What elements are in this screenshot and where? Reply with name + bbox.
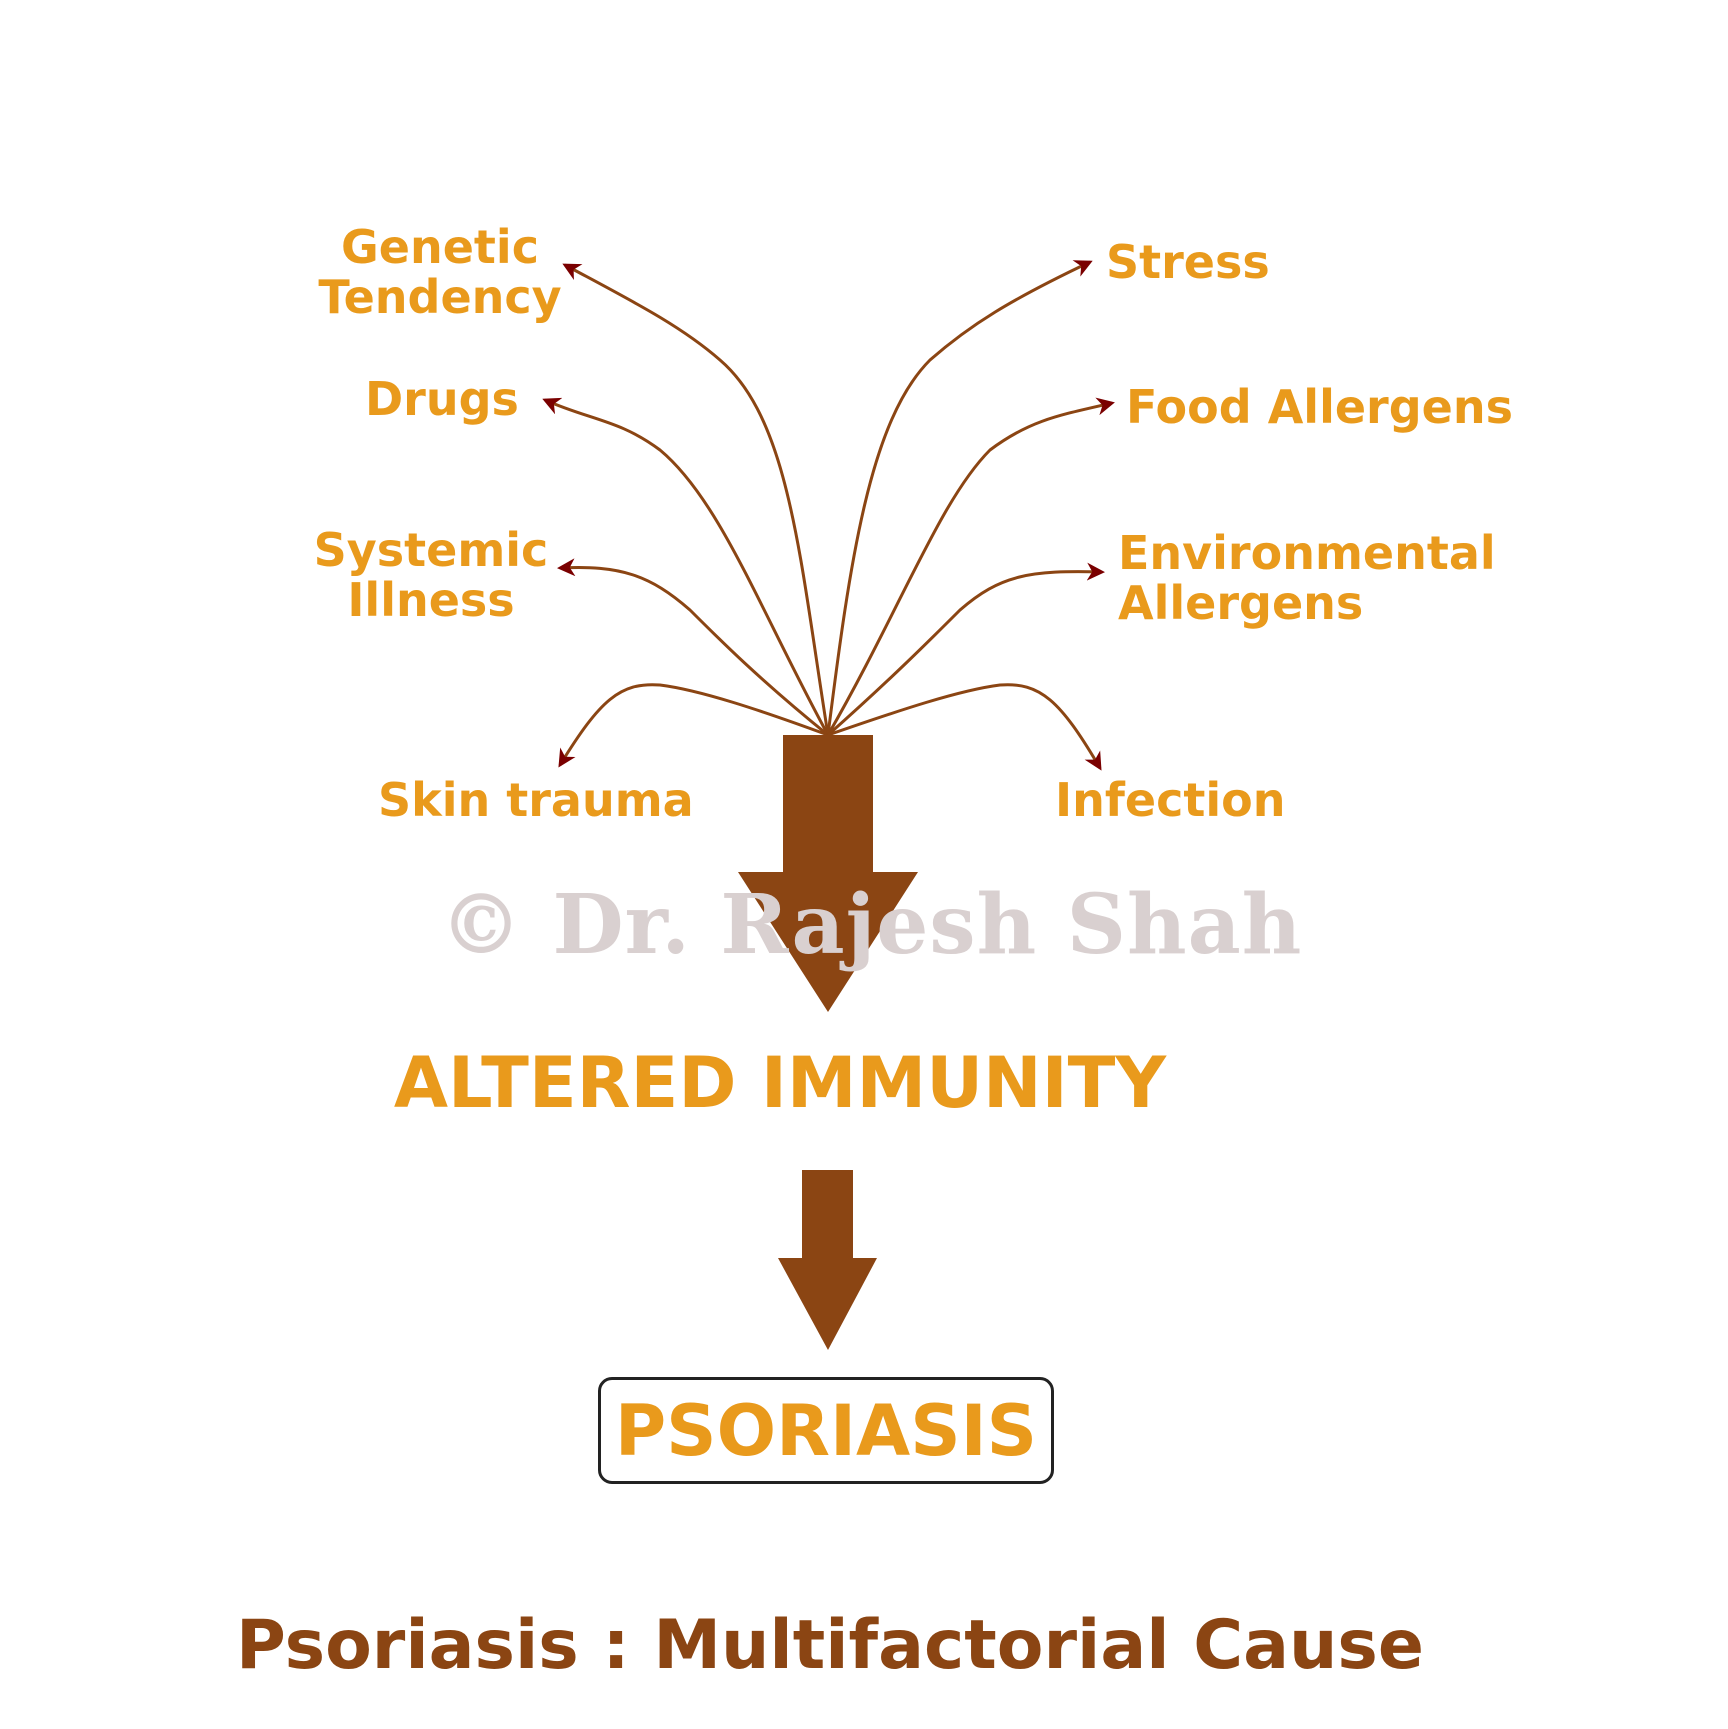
factor-skin-trauma-label: Skin trauma: [378, 773, 694, 827]
factor-environmental-allergens: Environmental Allergens: [1118, 528, 1496, 628]
factor-environmental-line2: Allergens: [1118, 576, 1364, 630]
diagram-caption: Psoriasis : Multifactorial Cause: [235, 1606, 1425, 1685]
factor-food-allergens: Food Allergens: [1126, 382, 1513, 432]
arrow-systemic-illness: [557, 558, 829, 737]
arrow-stress: [826, 260, 1093, 736]
arrow-genetic-tendency: [562, 263, 830, 736]
factor-drugs-label: Drugs: [365, 372, 519, 426]
arrow-skin-trauma: [558, 683, 829, 768]
altered-immunity-label: ALTERED IMMUNITY: [393, 1042, 1167, 1124]
arrow-drugs: [542, 397, 830, 736]
factor-skin-trauma: Skin trauma: [378, 775, 694, 825]
factor-infection-label: Infection: [1055, 773, 1286, 827]
big-down-arrow: [738, 735, 918, 1012]
psoriasis-label: PSORIASIS: [614, 1389, 1038, 1472]
factor-environmental-line1: Environmental: [1118, 526, 1496, 580]
factor-systemic-line1: Systemic: [313, 523, 549, 577]
arrow-infection: [827, 683, 1102, 771]
factor-systemic-line2: Illness: [347, 573, 515, 627]
arrow-food-allergens: [826, 397, 1115, 736]
factor-stress: Stress: [1106, 237, 1270, 287]
factor-systemic-illness: Systemic Illness: [300, 525, 562, 625]
factor-genetic-tendency: Genetic Tendency: [300, 222, 580, 322]
factor-stress-label: Stress: [1106, 235, 1270, 289]
factor-drugs: Drugs: [365, 374, 519, 424]
watermark-text: © Dr. Rajesh Shah: [440, 877, 1303, 973]
psoriasis-box: PSORIASIS: [598, 1377, 1054, 1484]
factor-genetic-line2: Tendency: [318, 270, 562, 324]
factor-genetic-line1: Genetic: [341, 220, 539, 274]
factor-food-allergens-label: Food Allergens: [1126, 380, 1513, 434]
small-down-arrow: [778, 1170, 877, 1350]
factor-infection: Infection: [1055, 775, 1285, 825]
arrow-environmental-allergens: [827, 562, 1105, 737]
